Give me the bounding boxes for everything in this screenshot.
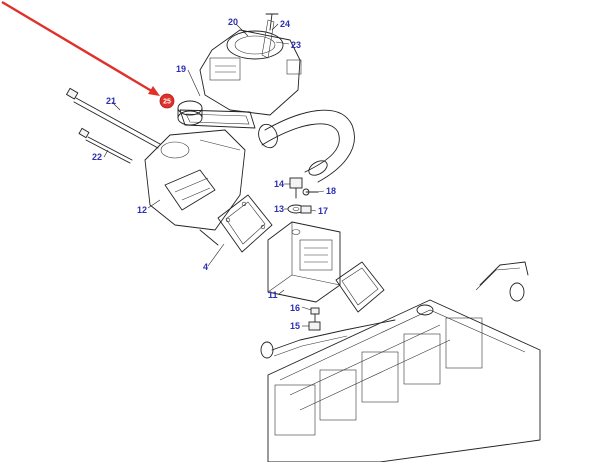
callout-12: 12 (137, 205, 147, 215)
valve-housing-20 (199, 13, 302, 116)
screw-16 (310, 307, 320, 323)
callout-20: 20 (228, 17, 238, 27)
callout-15: 15 (290, 321, 300, 331)
callout-13: 13 (274, 204, 284, 214)
fitting-25 (177, 100, 203, 126)
hose-left (260, 319, 396, 359)
pointer-arrow (1, 0, 160, 96)
gasket-4 (217, 194, 273, 253)
bolt-21 (65, 87, 161, 149)
nut-17 (300, 205, 312, 214)
screw-18 (302, 188, 319, 196)
callout-4: 4 (203, 262, 208, 272)
cooler-block-11 (267, 221, 341, 303)
gasket-right (335, 261, 385, 313)
engine-block (267, 299, 541, 462)
leader-lines (103, 23, 325, 327)
callout-21: 21 (106, 96, 116, 106)
pipe-elbow (258, 109, 355, 183)
bolt-22 (78, 127, 133, 164)
gasket-19 (179, 109, 256, 129)
callout-labels: 20 24 23 19 21 22 12 4 14 18 13 17 11 16… (92, 17, 336, 331)
callout-16: 16 (290, 303, 300, 313)
callout-24: 24 (280, 19, 290, 29)
callout-22: 22 (92, 152, 102, 162)
highlighted-part-callout[interactable]: 25 (159, 93, 175, 109)
callout-18: 18 (326, 186, 336, 196)
callout-11: 11 (268, 290, 278, 300)
callout-17: 17 (318, 206, 328, 216)
callout-23: 23 (291, 40, 301, 50)
callout-19: 19 (176, 64, 186, 74)
callout-14: 14 (274, 179, 284, 189)
callout-label-25: 25 (163, 99, 171, 106)
intake-block-12 (144, 129, 246, 246)
nut-15 (308, 321, 321, 331)
plug-14 (289, 177, 303, 199)
hose-right (475, 261, 529, 302)
